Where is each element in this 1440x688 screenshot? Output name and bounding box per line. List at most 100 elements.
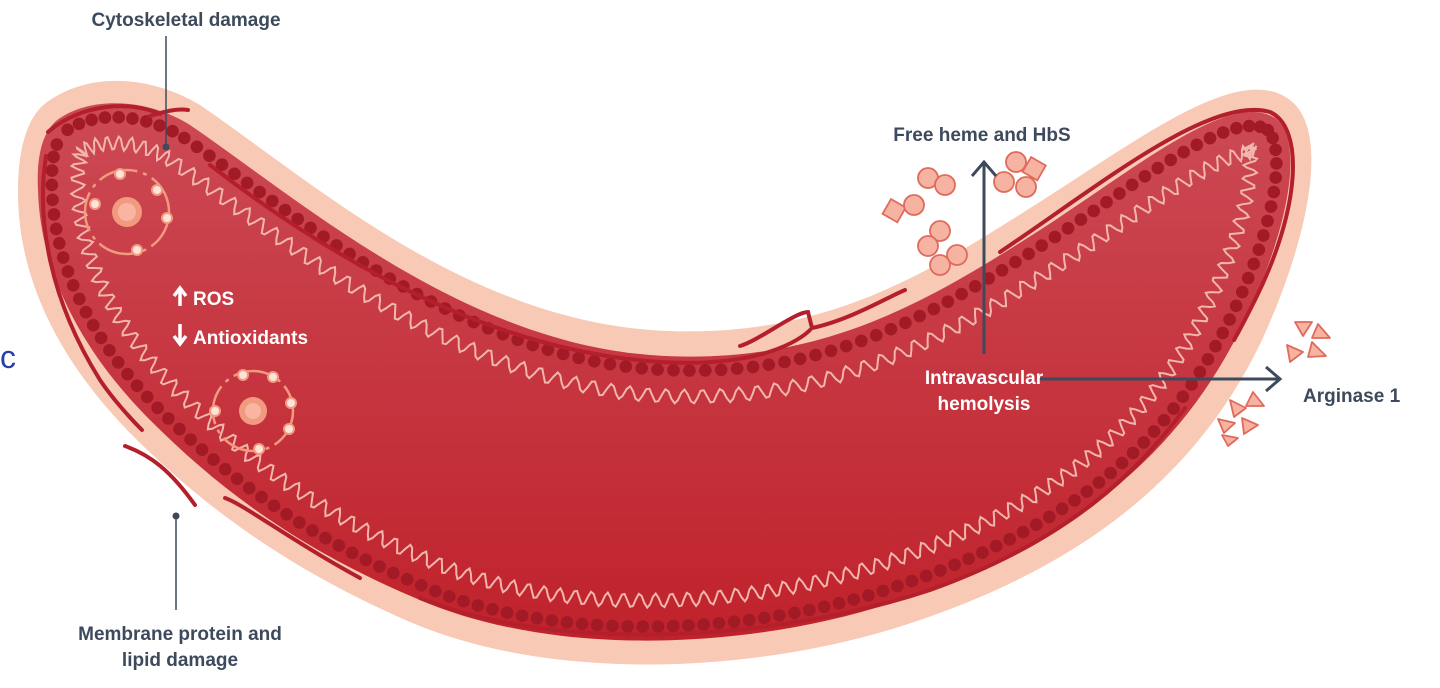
membrane-bead xyxy=(920,570,933,583)
membrane-bead xyxy=(1194,366,1207,379)
membrane-bead xyxy=(1266,132,1279,145)
membrane-bead xyxy=(969,280,982,293)
membrane-label-line1: Membrane protein and xyxy=(78,624,282,645)
membrane-bead xyxy=(546,614,559,627)
membrane-bead xyxy=(87,319,100,332)
membrane-bead xyxy=(683,364,696,377)
membrane-bead xyxy=(1204,132,1217,145)
membrane-bead xyxy=(990,540,1003,553)
free-heme-label: Free heme and HbS xyxy=(893,125,1070,146)
membrane-bead xyxy=(877,585,890,598)
membrane-bead xyxy=(840,340,853,353)
membrane-bead xyxy=(1236,286,1249,299)
membrane-bead xyxy=(667,620,680,633)
membrane-bead xyxy=(1269,144,1282,157)
membrane-bead xyxy=(166,125,179,138)
intravascular-label-line1: Intravascular xyxy=(925,368,1044,389)
membrane-bead xyxy=(794,353,807,366)
membrane-bead xyxy=(1075,213,1088,226)
membrane-bead xyxy=(637,620,650,633)
membrane-bead xyxy=(103,344,116,357)
membrane-bead xyxy=(621,620,634,633)
membrane-bead xyxy=(1191,139,1204,152)
membrane-bead xyxy=(516,609,529,622)
ros-label: ROS xyxy=(193,289,234,310)
membrane-bead xyxy=(913,310,926,323)
membrane-bead xyxy=(219,463,232,476)
membrane-bead xyxy=(1003,533,1016,546)
membrane-bead xyxy=(885,323,898,336)
membrane-bead xyxy=(635,362,648,375)
membrane-bead xyxy=(803,604,816,617)
membrane-bead xyxy=(1253,243,1266,256)
membrane-bead xyxy=(870,329,883,342)
membrane-bead xyxy=(1043,511,1056,524)
membrane-bead xyxy=(153,119,166,132)
antioxidants-indicator: Antioxidants xyxy=(174,324,308,349)
membrane-bead xyxy=(191,141,204,154)
membrane-bead xyxy=(1093,476,1106,489)
membrane-bead xyxy=(1104,467,1117,480)
membrane-bead xyxy=(112,356,125,369)
membrane-bead xyxy=(1049,231,1062,244)
membrane-bead xyxy=(1167,402,1180,415)
membrane-bead xyxy=(855,335,868,348)
intravascular-label-line2: hemolysis xyxy=(938,394,1031,415)
membrane-bead xyxy=(1257,229,1270,242)
membrane-bead xyxy=(207,453,220,466)
membrane-bead xyxy=(85,114,98,127)
membrane-bead xyxy=(561,616,574,629)
membrane-bead xyxy=(415,579,428,592)
arginase-label: Arginase 1 xyxy=(1303,386,1401,407)
membrane-bead xyxy=(126,112,139,125)
membrane-bead xyxy=(1261,215,1274,228)
membrane-bead xyxy=(1017,526,1030,539)
membrane-bead xyxy=(667,364,680,377)
membrane-bead xyxy=(1268,186,1281,199)
membrane-bead xyxy=(1223,313,1236,326)
membrane-bead xyxy=(682,619,695,632)
membrane-bead xyxy=(620,360,633,373)
membrane-bead xyxy=(1177,390,1190,403)
membrane-bead xyxy=(1056,503,1069,516)
membrane-bead xyxy=(891,580,904,593)
membrane-bead xyxy=(73,118,86,131)
membrane-bead xyxy=(604,358,617,371)
membrane-bead xyxy=(457,595,470,608)
membrane-bead xyxy=(652,620,665,633)
membrane-bead xyxy=(1230,300,1243,313)
cytoskeletal-label: Cytoskeletal damage xyxy=(91,10,280,31)
membrane-bead xyxy=(588,355,601,368)
membrane-bead xyxy=(531,612,544,625)
membrane-bead xyxy=(360,554,373,567)
membrane-bead xyxy=(184,433,197,446)
membrane-bead xyxy=(1158,414,1171,427)
membrane-damage-callout: Membrane protein and lipid damage xyxy=(78,513,282,672)
membrane-bead xyxy=(576,618,589,631)
membrane-bead xyxy=(346,547,359,560)
membrane-bead xyxy=(1230,122,1243,135)
membrane-bead xyxy=(747,361,760,374)
membrane-bead xyxy=(48,208,61,221)
membrane-bead xyxy=(906,575,919,588)
membrane-bead xyxy=(50,223,63,236)
membrane-bead xyxy=(73,293,86,306)
membrane-bead xyxy=(1270,157,1283,170)
membrane-bead xyxy=(1035,239,1048,252)
membrane-bead xyxy=(67,279,80,292)
membrane-bead xyxy=(948,559,961,572)
membrane-bead xyxy=(401,573,414,586)
membrane-bead xyxy=(1202,353,1215,366)
membrane-bead xyxy=(833,597,846,610)
membrane-bead xyxy=(162,412,175,425)
membrane-bead xyxy=(651,363,664,376)
membrane-bead xyxy=(1100,196,1113,209)
membrane-bead xyxy=(231,473,244,486)
membrane-bead xyxy=(788,607,801,620)
membrane-bead xyxy=(112,111,125,124)
membrane-bead xyxy=(53,237,66,250)
membrane-bead xyxy=(962,553,975,566)
membrane-bead xyxy=(121,368,134,381)
membrane-bead xyxy=(51,138,64,151)
